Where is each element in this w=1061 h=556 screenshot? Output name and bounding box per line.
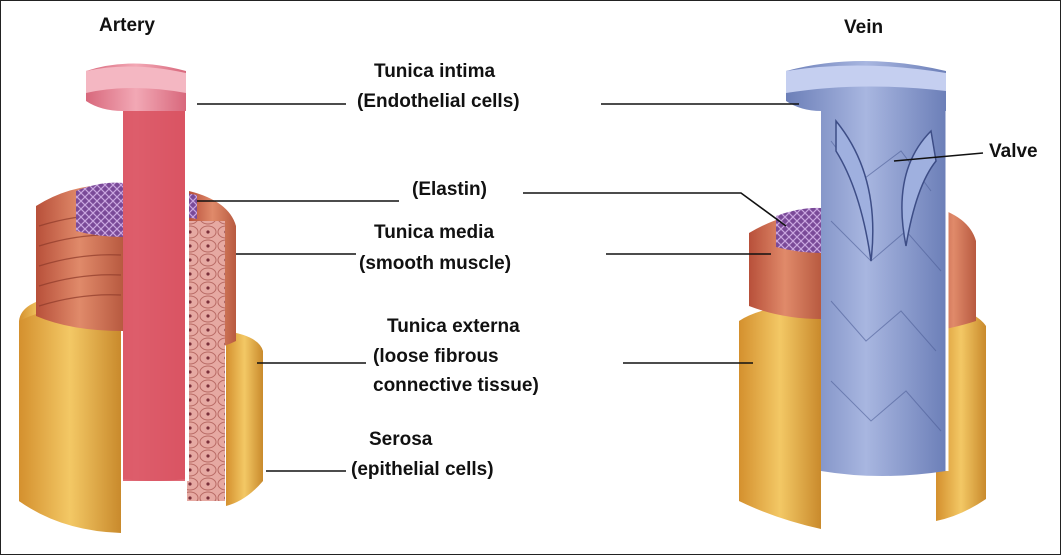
serosa-sublabel: (epithelial cells) bbox=[351, 457, 494, 483]
artery-cut-face bbox=[187, 221, 225, 501]
elastin-label: (Elastin) bbox=[412, 177, 487, 203]
tunica-externa-label: Tunica externa bbox=[387, 314, 520, 340]
artery-externa-right bbox=[226, 331, 263, 506]
tunica-media-label: Tunica media bbox=[374, 220, 494, 246]
valve-label: Valve bbox=[989, 139, 1038, 165]
vein-drawing bbox=[739, 61, 986, 529]
tunica-intima-sublabel: (Endothelial cells) bbox=[357, 89, 520, 115]
artery-lumen-cut bbox=[123, 111, 185, 481]
tunica-externa-sublabel-2: connective tissue) bbox=[373, 373, 539, 399]
tunica-intima-label: Tunica intima bbox=[374, 59, 495, 85]
artery-title: Artery bbox=[99, 13, 155, 39]
serosa-label: Serosa bbox=[369, 427, 432, 453]
tunica-media-sublabel: (smooth muscle) bbox=[359, 251, 511, 277]
tunica-externa-sublabel-1: (loose fibrous bbox=[373, 344, 499, 370]
artery-drawing bbox=[19, 64, 263, 534]
leader-elastin-vein bbox=[523, 193, 786, 226]
artery-elastin-band bbox=[76, 183, 123, 237]
vein-externa bbox=[739, 301, 821, 529]
vein-elastin-band bbox=[776, 208, 821, 253]
vein-title: Vein bbox=[844, 15, 883, 41]
artery-externa-front bbox=[19, 301, 121, 533]
